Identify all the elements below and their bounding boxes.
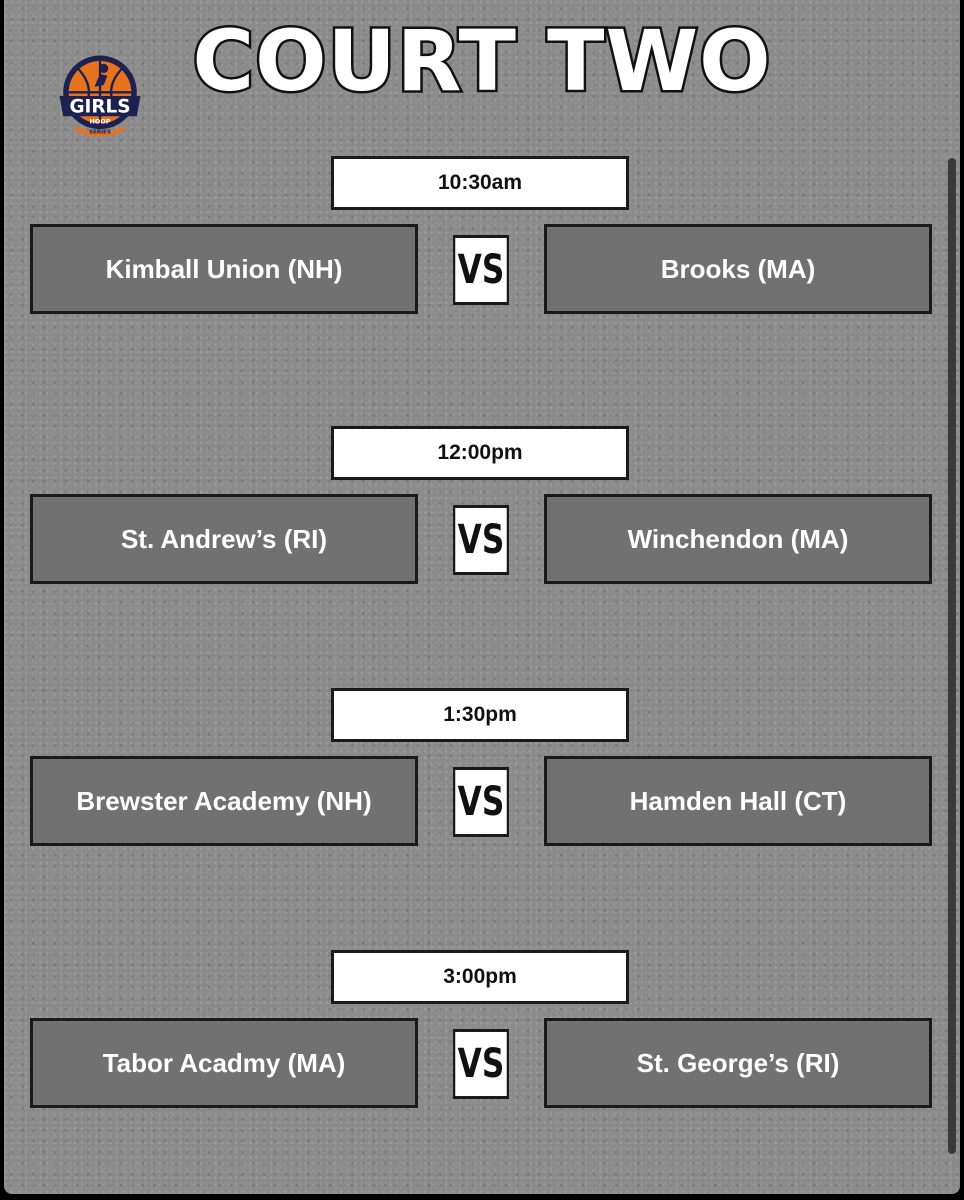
game-time: 3:00pm — [331, 950, 629, 1004]
game-time: 1:30pm — [331, 688, 629, 742]
home-team: Kimball Union (NH) — [30, 224, 418, 314]
logo-text-series: SERIES — [89, 130, 111, 136]
vs-badge: VS — [452, 505, 510, 575]
girls-hoop-series-logo: GIRLS HOOP SERIES — [59, 55, 141, 137]
game-time: 12:00pm — [331, 426, 629, 480]
game-time: 10:30am — [331, 156, 629, 210]
vs-badge: VS — [452, 235, 510, 305]
vs-badge: VS — [452, 767, 510, 837]
logo-text-hoop: HOOP — [89, 118, 110, 126]
logo-text-girls: GIRLS — [69, 97, 130, 118]
away-team: Hamden Hall (CT) — [544, 756, 932, 846]
schedule-poster: COURT TWO GIRLS HOOP SERIES 10:30am Kimb… — [4, 0, 960, 1194]
home-team: St. Andrew’s (RI) — [30, 494, 418, 584]
away-team: Brooks (MA) — [544, 224, 932, 314]
scrollbar[interactable] — [948, 158, 956, 1154]
home-team: Tabor Acadmy (MA) — [30, 1018, 418, 1108]
home-team: Brewster Academy (NH) — [30, 756, 418, 846]
away-team: Winchendon (MA) — [544, 494, 932, 584]
away-team: St. George’s (RI) — [544, 1018, 932, 1108]
vs-badge: VS — [452, 1029, 510, 1099]
page-title: COURT TWO — [190, 10, 773, 113]
